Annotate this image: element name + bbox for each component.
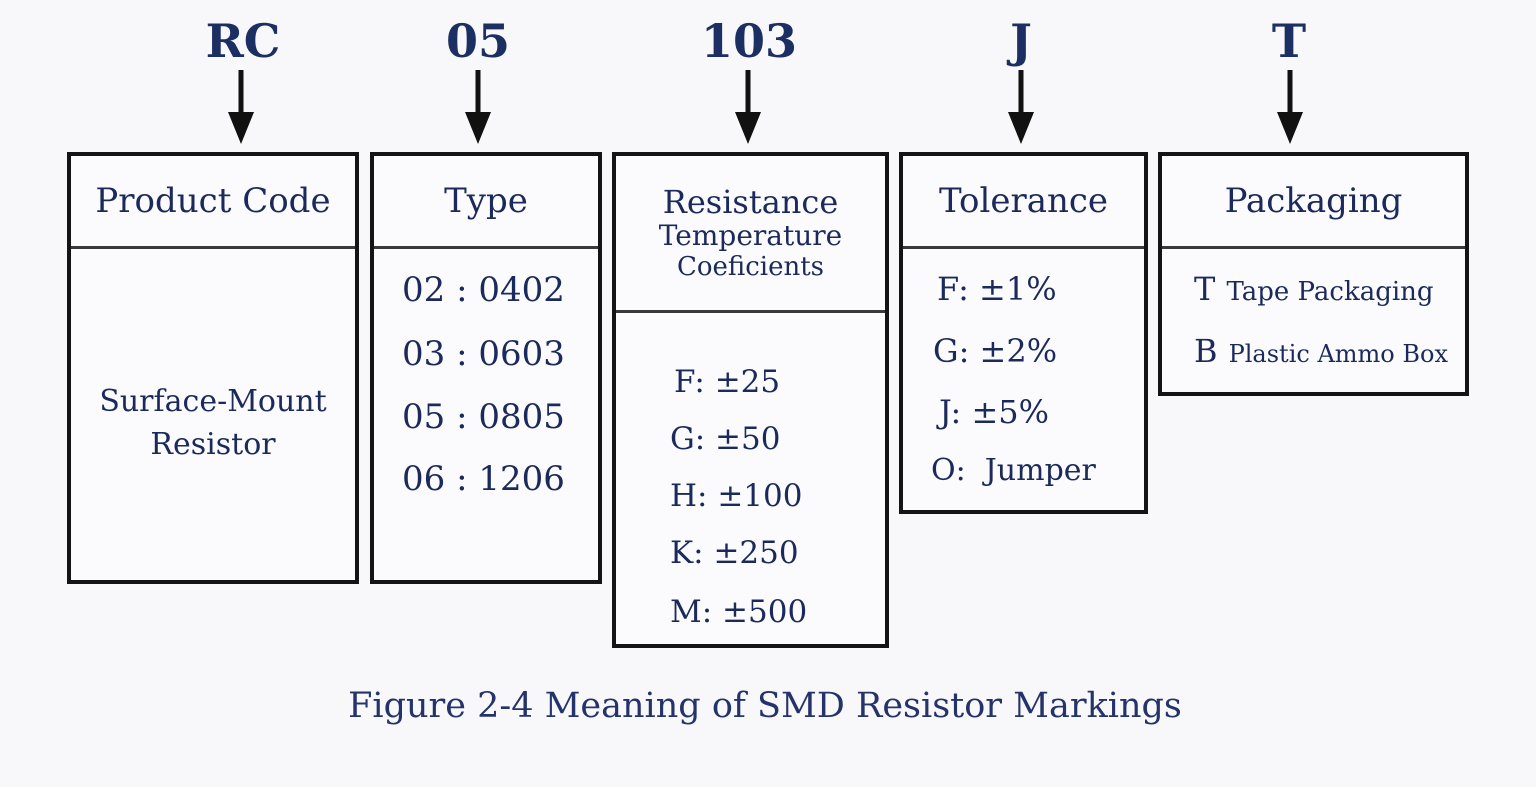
figure-caption: Figure 2-4 Meaning of SMD Resistor Marki… <box>348 686 1182 726</box>
packaging-item: T Tape Packaging <box>1194 270 1434 308</box>
type-item: 05 : 0805 <box>402 397 565 437</box>
tolerance-box: Tolerance F: ±1% G: ±2% J: ±5% O: Jumper <box>899 152 1148 514</box>
type-item: 03 : 0603 <box>402 334 565 374</box>
product-code-title: Product Code <box>95 181 331 221</box>
packaging-item: B Plastic Ammo Box <box>1194 332 1448 370</box>
product-code-box: Product Code Surface-Mount Resistor <box>67 152 359 584</box>
product-code-header: Product Code <box>71 156 355 249</box>
rtc-item: K: ±250 <box>670 535 799 571</box>
rtc-item: H: ±100 <box>670 478 803 514</box>
tolerance-item: F: ±1% <box>937 270 1057 308</box>
packaging-box: Packaging T Tape Packaging B Plastic Amm… <box>1158 152 1469 396</box>
code-tolerance: J <box>1010 14 1032 68</box>
arrow-down-icon <box>465 70 491 144</box>
tolerance-item: J: ±5% <box>939 393 1050 431</box>
rtc-title-line2: Temperature <box>658 219 843 253</box>
tolerance-item: O: Jumper <box>931 453 1096 488</box>
packaging-title: Packaging <box>1224 181 1403 221</box>
tolerance-title: Tolerance <box>938 181 1109 221</box>
rtc-title-line3: Coeficients <box>676 251 825 282</box>
packaging-letter: B <box>1194 332 1218 370</box>
product-code-desc-line1: Surface-Mount <box>99 384 327 419</box>
tolerance-item: G: ±2% <box>933 332 1058 370</box>
rtc-box: Resistance Temperature Coeficients F: ±2… <box>612 152 889 648</box>
rtc-item: G: ±50 <box>670 421 781 457</box>
code-product: RC <box>205 14 281 68</box>
type-header: Type <box>374 156 598 249</box>
type-item: 06 : 1206 <box>402 459 565 499</box>
arrow-down-icon <box>1008 70 1034 144</box>
type-item: 02 : 0402 <box>402 270 565 310</box>
type-box: Type 02 : 0402 03 : 0603 05 : 0805 06 : … <box>370 152 602 584</box>
type-title: Type <box>444 181 528 221</box>
arrow-down-icon <box>228 70 254 144</box>
code-resistance: 103 <box>700 14 798 68</box>
arrow-down-icon <box>1277 70 1303 144</box>
rtc-item: F: ±25 <box>674 364 781 400</box>
code-packaging: T <box>1271 14 1307 68</box>
packaging-letter: T <box>1194 270 1216 308</box>
rtc-header: Resistance Temperature Coeficients <box>616 156 885 313</box>
code-type: 05 <box>445 14 511 68</box>
packaging-label: Tape Packaging <box>1226 277 1434 307</box>
arrow-down-icon <box>735 70 761 144</box>
packaging-label: Plastic Ammo Box <box>1228 340 1448 368</box>
rtc-item: M: ±500 <box>670 594 808 630</box>
rtc-title-line1: Resistance <box>662 182 839 221</box>
product-code-desc-line2: Resistor <box>150 427 276 462</box>
packaging-header: Packaging <box>1162 156 1465 249</box>
tolerance-header: Tolerance <box>903 156 1144 249</box>
